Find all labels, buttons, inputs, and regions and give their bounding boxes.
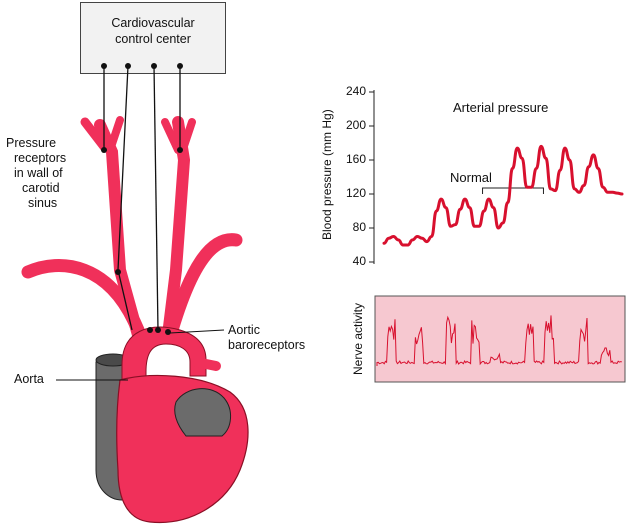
aortic-baroreceptors-label: Aortic baroreceptors [228,323,305,353]
control-center-line2: control center [115,32,191,46]
left-atrium [174,388,231,437]
normal-label: Normal [450,170,492,185]
bp-axes [369,90,375,264]
aortic-baroreceptors-line2: baroreceptors [228,338,306,352]
aorta-label: Aorta [14,372,44,386]
bp-ytick-label: 200 [345,118,366,132]
aortic-branch [191,357,221,371]
right-carotid-artery [162,116,191,341]
aortic-baroreceptors-leader [169,329,225,334]
control-center-line1: Cardiovascular [111,16,195,30]
right-subclavian-artery [165,233,243,337]
pressure-receptors-line2: receptors [14,151,67,165]
pressure-receptors-line1: Pressure [6,136,57,150]
bp-ytick-label: 160 [345,152,366,166]
right-carotid-branch-2 [161,118,182,154]
pressure-receptors-line3: in wall of [14,166,63,180]
control-center-label: Cardiovascular control center [81,15,225,47]
pressure-receptors-line5: sinus [28,196,58,210]
bp-title: Arterial pressure [453,100,549,115]
nerve-activity-panel [374,295,626,383]
bp-series-line [382,144,624,247]
bp-ytick-label: 240 [345,84,366,98]
nerve-endpoints [101,63,183,335]
bp-ytick-label: 80 [352,220,366,234]
aortic-baroreceptors-line1: Aortic [228,323,260,337]
nerve-ylabel: Nerve activity [351,302,365,376]
normal-bracket [482,187,544,194]
bp-annotation [482,187,544,194]
pressure-receptors-line4: carotid [22,181,60,195]
bp-ytick-label: 40 [352,254,366,268]
control-center-box: Cardiovascular control center [80,2,226,74]
bp-ylabel: Blood pressure (mm Hg) [320,109,334,240]
right-carotid-branch [178,118,196,156]
nerve-activity-trace [376,315,622,366]
bp-ytick-label: 120 [345,186,366,200]
left-carotid-branch-2 [106,116,124,154]
left-carotid-branch [80,117,110,153]
pressure-receptors-label: Pressure receptors in wall of carotid si… [6,136,66,211]
